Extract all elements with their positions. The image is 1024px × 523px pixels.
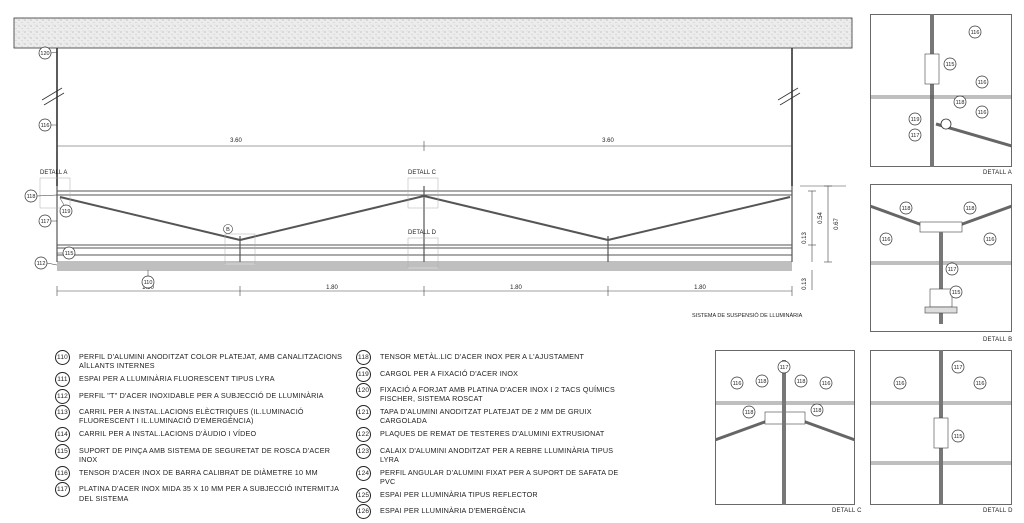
detail-b-callout: 117 (948, 267, 957, 273)
detail-d-callout: 115 (954, 434, 963, 440)
callout-116: 116 (41, 123, 50, 129)
bottom-dim-4: 1.80 (694, 285, 706, 291)
detail-c-drawing: 117 116 118 118 116 118 118 (715, 350, 855, 505)
intermediate-posts (56, 186, 793, 262)
detail-d-box (407, 237, 439, 269)
detail-a-callout: 116 (978, 80, 987, 86)
detail-a-label: DETALL A (983, 170, 1012, 176)
detail-a-callout: 118 (956, 100, 965, 106)
detail-d-label: DETALL D (408, 230, 437, 236)
detail-c-callout: 118 (813, 408, 822, 414)
detail-b-callout: 118 (902, 206, 911, 212)
detail-b-callout: 115 (952, 290, 961, 296)
detail-d-callout: 116 (896, 381, 905, 387)
diagonal-tensors (59, 195, 791, 241)
callout-115: 115 (65, 251, 74, 257)
luminaire-profile (57, 261, 792, 271)
vdim-013b: 0.13 (802, 278, 808, 290)
detail-c-box (407, 177, 439, 209)
detail-b-drawing: 118 118 116 116 117 115 (870, 184, 1012, 332)
detail-c-label: DETALL C (408, 170, 437, 176)
suspension-section-drawing: 3.60 3.60 DETALL A DETALL C (13, 17, 853, 319)
detail-a-callout: 117 (911, 133, 920, 139)
callout-118: 118 (27, 194, 36, 200)
detail-d-label: DETALL D (983, 508, 1013, 514)
span-dimension-line (56, 141, 793, 151)
detail-c-label: DETALL C (832, 508, 862, 514)
detail-c-callout: 118 (758, 379, 767, 385)
detail-c-callout: 116 (822, 381, 831, 387)
detail-d-callout: 116 (976, 381, 985, 387)
callout-110: 110 (144, 280, 153, 286)
vdim-054: 0.54 (818, 212, 824, 224)
detail-a-callout: 116 (978, 110, 987, 116)
detail-a-callout: 116 (971, 30, 980, 36)
detail-b-box (224, 233, 256, 265)
detail-c-callout: 116 (733, 381, 742, 387)
detail-b-callout: 116 (882, 237, 891, 243)
detail-d-drawing: 116 117 116 115 (870, 350, 1012, 505)
bottom-dim-2: 1.80 (326, 285, 338, 291)
detail-c-callout: 117 (780, 365, 789, 371)
detail-b-label: DETALL B (983, 337, 1013, 343)
detail-c-callout: 118 (745, 410, 754, 416)
vdim-067: 0.67 (834, 218, 840, 230)
detail-c-callout: 118 (797, 379, 806, 385)
detail-a-drawing: 116 115 116 118 119 116 117 (870, 14, 1012, 167)
span-dim-left: 3.60 (230, 138, 242, 144)
detail-b-callout: 116 (986, 237, 995, 243)
concrete-slab (13, 17, 853, 49)
detail-a-callout: 119 (911, 117, 920, 123)
callout-120: 120 (40, 51, 49, 57)
break-mark-left (41, 87, 65, 106)
callout-112: 112 (37, 261, 46, 267)
drawing-title: SISTEMA DE SUSPENSIÓ DE LLUMINÀRIA (692, 312, 803, 319)
bottom-dimension-line (56, 286, 793, 296)
bottom-dim-3: 1.80 (510, 285, 522, 291)
break-mark-right (777, 87, 801, 106)
detail-a-box (39, 177, 71, 209)
span-dim-right: 3.60 (602, 138, 614, 144)
marker-b-circle (223, 224, 233, 234)
vdim-013a: 0.13 (802, 232, 808, 244)
detail-b-callout: 118 (966, 206, 975, 212)
detail-d-callout: 117 (954, 365, 963, 371)
callout-119: 119 (62, 209, 71, 215)
detail-a-label: DETALL A (40, 170, 67, 176)
callout-117: 117 (41, 219, 50, 225)
vertical-dimension-lines (800, 185, 846, 290)
detail-a-callout: 115 (946, 62, 955, 68)
marker-b-text: B (226, 227, 230, 233)
